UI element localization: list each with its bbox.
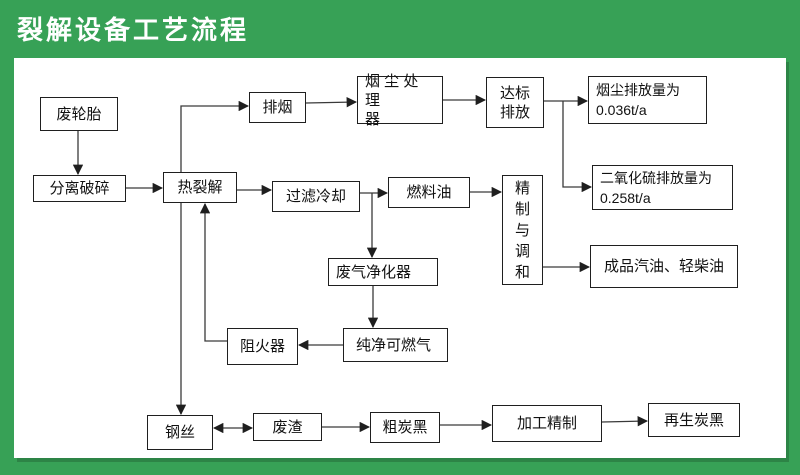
node-so2-emission-label: 二氧化硫排放量为 0.258t/a [600, 169, 712, 206]
node-waste-tire: 废轮胎 [40, 97, 118, 131]
node-waste-gas-purifier: 废气净化器 [328, 258, 438, 286]
node-fuel-oil: 燃料油 [388, 177, 470, 208]
node-smoke-exhaust-label: 排烟 [262, 99, 293, 116]
node-standard-discharge: 达标 排放 [486, 77, 544, 128]
node-regen-carbon-black-label: 再生炭黑 [663, 411, 724, 429]
node-flame-arrester: 阻火器 [227, 328, 298, 365]
node-dust-emission-label: 烟尘排放量为 0.036t/a [596, 82, 680, 118]
node-waste-residue: 废渣 [253, 413, 322, 441]
node-dust-processor: 烟 尘 处 理 器 [357, 73, 443, 128]
node-dust-processor-label: 烟 尘 处 理 器 [365, 72, 419, 128]
node-pyrolysis-label: 热裂解 [177, 179, 223, 196]
node-refine-blend-label: 精 制 与 调 和 [514, 179, 530, 281]
node-crude-carbon-black: 粗炭黑 [370, 412, 440, 443]
node-so2-emission: 二氧化硫排放量为 0.258t/a [592, 165, 733, 210]
node-standard-discharge-label: 达标 排放 [499, 84, 530, 121]
node-filter-cooling: 过滤冷却 [272, 181, 360, 212]
node-steel-wire: 钢丝 [147, 415, 213, 450]
node-processing-refine-label: 加工精制 [516, 415, 577, 432]
page-title: 裂解设备工艺流程 [17, 15, 250, 45]
node-separation-crushing: 分离破碎 [33, 175, 126, 202]
node-filter-cooling-label: 过滤冷却 [285, 188, 346, 205]
node-dust-emission: 烟尘排放量为 0.036t/a [588, 76, 707, 124]
node-crude-carbon-black-label: 粗炭黑 [382, 419, 428, 436]
node-refine-blend: 精 制 与 调 和 [502, 175, 543, 285]
node-waste-gas-purifier-label: 废气净化器 [336, 263, 412, 281]
node-waste-residue-label: 废渣 [272, 418, 303, 436]
node-processing-refine: 加工精制 [492, 405, 602, 442]
node-regen-carbon-black: 再生炭黑 [648, 403, 740, 437]
node-finished-oil-label: 成品汽油、轻柴油 [603, 258, 724, 275]
node-smoke-exhaust: 排烟 [249, 92, 306, 123]
node-separation-crushing-label: 分离破碎 [49, 180, 110, 197]
node-finished-oil: 成品汽油、轻柴油 [590, 245, 738, 288]
node-waste-tire-label: 废轮胎 [56, 105, 102, 123]
node-flame-arrester-label: 阻火器 [239, 338, 285, 355]
node-steel-wire-label: 钢丝 [164, 424, 195, 441]
node-pure-gas-label: 纯净可燃气 [356, 336, 432, 354]
node-pure-gas: 纯净可燃气 [343, 328, 448, 362]
node-pyrolysis: 热裂解 [163, 172, 237, 203]
node-fuel-oil-label: 燃料油 [406, 184, 452, 201]
